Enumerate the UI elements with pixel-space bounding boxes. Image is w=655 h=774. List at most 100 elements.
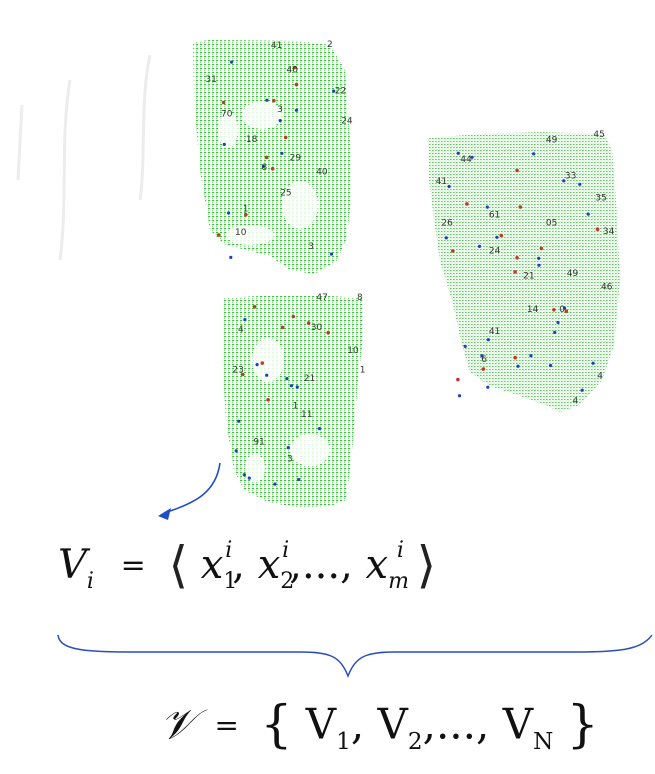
landmark-markers <box>444 151 600 398</box>
mesh-holes <box>218 101 318 245</box>
blue-landmark-marker <box>495 235 499 239</box>
red-landmark-marker <box>518 205 523 209</box>
formula-sup-i: i <box>282 538 290 564</box>
red-landmark-marker <box>283 135 288 140</box>
blue-landmark-marker <box>295 385 299 389</box>
blue-landmark-marker <box>591 361 595 365</box>
landmark-label: 14 <box>527 305 539 315</box>
landmark-label: 29 <box>290 154 302 164</box>
red-landmark-marker <box>552 308 556 312</box>
formula-ellipsis: ..., <box>435 699 490 749</box>
blue-landmark-marker <box>332 89 336 93</box>
landmark-label: 18 <box>246 135 258 145</box>
blue-landmark-marker <box>537 263 541 267</box>
landmark-label: 1 <box>360 365 366 375</box>
blue-landmark-marker <box>486 338 490 342</box>
landmark-label: 41 <box>271 41 282 51</box>
landmark-label: 41 <box>436 177 447 187</box>
blue-landmark-marker <box>317 427 322 431</box>
blue-landmark-marker <box>486 385 490 389</box>
red-landmark-marker <box>595 227 600 231</box>
arrow-shaft <box>163 462 221 514</box>
landmark-label: 46 <box>601 283 613 293</box>
mesh-surface <box>193 40 352 274</box>
blue-landmark-marker <box>477 244 482 248</box>
landmark-label: 3 <box>277 105 283 115</box>
red-landmark-marker <box>217 233 221 237</box>
formula-comma: , <box>289 542 302 588</box>
formula-script-v: 𝒱 <box>160 699 195 749</box>
red-landmark-marker <box>465 202 469 206</box>
blue-landmark-marker <box>463 344 467 348</box>
landmark-label: 8 <box>262 163 268 173</box>
blue-landmark-marker <box>261 164 265 169</box>
formula-sub-2: 2 <box>407 728 423 755</box>
blue-landmark-marker <box>444 236 448 240</box>
landmark-label: 25 <box>280 188 291 198</box>
formula-left-angle: ⟨ <box>168 536 189 594</box>
landmark-label: 35 <box>595 194 606 204</box>
red-landmark-marker <box>272 98 276 103</box>
red-landmark-marker <box>326 330 331 335</box>
landmark-label: 2 <box>327 40 333 50</box>
landmark-label: 05 <box>546 219 557 229</box>
blue-landmark-marker <box>278 119 282 123</box>
landmark-label: 4 <box>597 372 603 382</box>
blue-landmark-marker <box>549 363 553 368</box>
blue-landmark-marker <box>457 394 462 398</box>
formula-sub-2: 2 <box>280 568 295 594</box>
landmark-label: 3 <box>308 242 314 252</box>
blue-landmark-marker <box>586 212 590 216</box>
landmark-label: 22 <box>335 86 346 96</box>
grouping-brace <box>57 634 653 679</box>
landmark-label: 11 <box>301 410 312 420</box>
red-landmark-marker <box>539 246 544 251</box>
formula-sub-1: 1 <box>336 728 351 755</box>
blue-landmark-marker <box>229 255 233 259</box>
landmark-label: 24 <box>489 247 501 257</box>
landmark-label: 70 <box>221 110 233 120</box>
landmark-label: 49 <box>546 135 558 145</box>
landmark-label: 4 <box>238 325 244 335</box>
landmark-label: 4 <box>573 397 579 407</box>
landmark-label: 8 <box>357 293 363 303</box>
formula-comma: , <box>232 542 245 588</box>
landmark-label: 3 <box>287 454 293 464</box>
mesh-holes <box>245 338 330 482</box>
landmark-label: 33 <box>565 172 576 182</box>
blue-landmark-marker <box>532 152 536 156</box>
red-landmark-marker <box>513 355 517 360</box>
formula-sup-i: i <box>396 538 404 564</box>
formula-comma: , <box>422 699 436 749</box>
landmark-label: 23 <box>232 365 243 375</box>
blue-landmark-marker <box>273 482 277 486</box>
landmark-label: 21 <box>304 374 315 384</box>
formula-item-v: V <box>377 699 408 749</box>
red-landmark-marker <box>244 212 248 217</box>
formula-equals: = <box>214 707 239 742</box>
landmark-markers <box>234 305 331 486</box>
red-landmark-marker <box>292 65 297 70</box>
red-landmark-marker <box>240 372 245 377</box>
red-landmark-marker <box>291 314 296 319</box>
blue-landmark-marker <box>297 477 301 482</box>
blue-landmark-marker <box>578 182 582 186</box>
landmark-label: 24 <box>341 117 353 127</box>
landmark-label: 91 <box>253 437 264 447</box>
formula-right-brace: } <box>566 694 599 753</box>
vector-formula: Vi = ⟨ x1i, x2i,..., xmi ⟩ <box>58 536 436 594</box>
red-landmark-marker <box>280 325 285 330</box>
formula-sub-m: m <box>388 568 409 594</box>
landmark-label: 10 <box>235 228 247 238</box>
red-landmark-marker <box>264 155 269 160</box>
formula-x: x <box>200 542 224 588</box>
landmark-markers <box>217 60 336 259</box>
blue-landmark-marker <box>294 108 299 112</box>
landmark-label: 1 <box>293 401 299 411</box>
formula-item-v: V <box>305 699 337 749</box>
landmark-label: 44 <box>460 155 472 165</box>
red-landmark-marker <box>306 321 311 325</box>
